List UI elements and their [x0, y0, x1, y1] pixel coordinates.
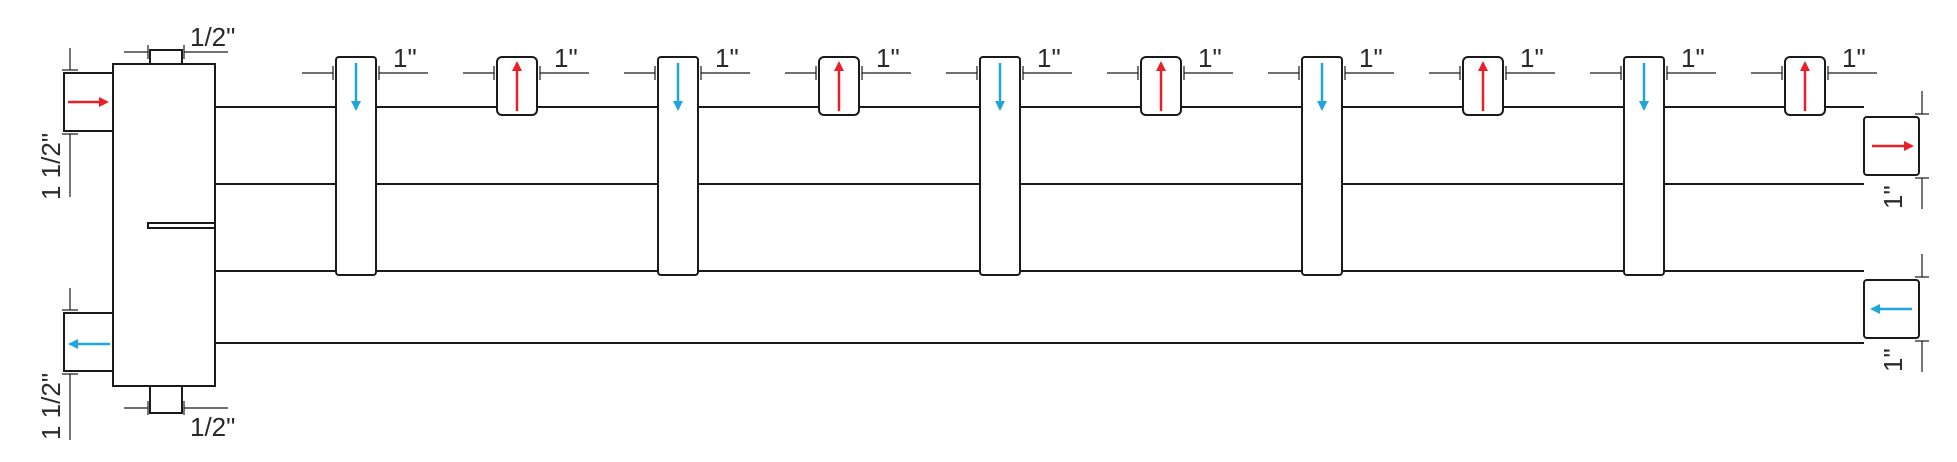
branch-size-label: 1" [1359, 43, 1383, 73]
pipe-lines [215, 106, 1864, 344]
branch-outlet-4: 1" [785, 43, 911, 116]
end-port-size-label: 1" [1878, 348, 1908, 372]
branch-size-label: 1" [1037, 43, 1061, 73]
branch-outlet-7: 1" [1268, 43, 1394, 276]
bottom-nipple [149, 384, 183, 414]
branch-outlet-2: 1" [463, 43, 589, 116]
branch-outlet-8: 1" [1429, 43, 1555, 116]
end-ports: 1" 1" [1863, 91, 1929, 372]
end-port-size-label: 1" [1878, 185, 1908, 209]
branch-outlet-3: 1" [624, 43, 750, 276]
branch-size-label: 1" [1681, 43, 1705, 73]
branch-outlet-5: 1" [946, 43, 1072, 276]
return-branch-tube [979, 56, 1021, 276]
return-branch-tube [335, 56, 377, 276]
return-branch-tube [1623, 56, 1665, 276]
branch-outlets: 1" 1" 1" 1" 1" 1" 1" 1" 1" 1" [302, 43, 1877, 276]
branch-outlet-9: 1" [1590, 43, 1716, 276]
header: 1/2" 1/2" 1 1/2" 1 1/2" [36, 22, 235, 442]
branch-outlet-10: 1" [1751, 43, 1877, 116]
branch-outlet-6: 1" [1107, 43, 1233, 116]
return-outlet-size-label: 1 1/2" [36, 373, 66, 440]
end-port-return: 1" [1863, 254, 1929, 372]
bottom-nipple-size-label: 1/2" [190, 412, 235, 442]
return-outlet-port [63, 312, 114, 372]
return-branch-tube [1301, 56, 1343, 276]
branch-size-label: 1" [1198, 43, 1222, 73]
return-branch-tube [657, 56, 699, 276]
top-nipple-size-label: 1/2" [190, 22, 235, 52]
branch-size-label: 1" [393, 43, 417, 73]
supply-inlet-size-label: 1 1/2" [36, 133, 66, 200]
branch-size-label: 1" [876, 43, 900, 73]
end-port-supply: 1" [1863, 91, 1929, 209]
branch-size-label: 1" [554, 43, 578, 73]
branch-size-label: 1" [1520, 43, 1544, 73]
header-baffle [147, 222, 216, 229]
branch-outlet-1: 1" [302, 43, 428, 276]
branch-size-label: 1" [1842, 43, 1866, 73]
branch-size-label: 1" [715, 43, 739, 73]
